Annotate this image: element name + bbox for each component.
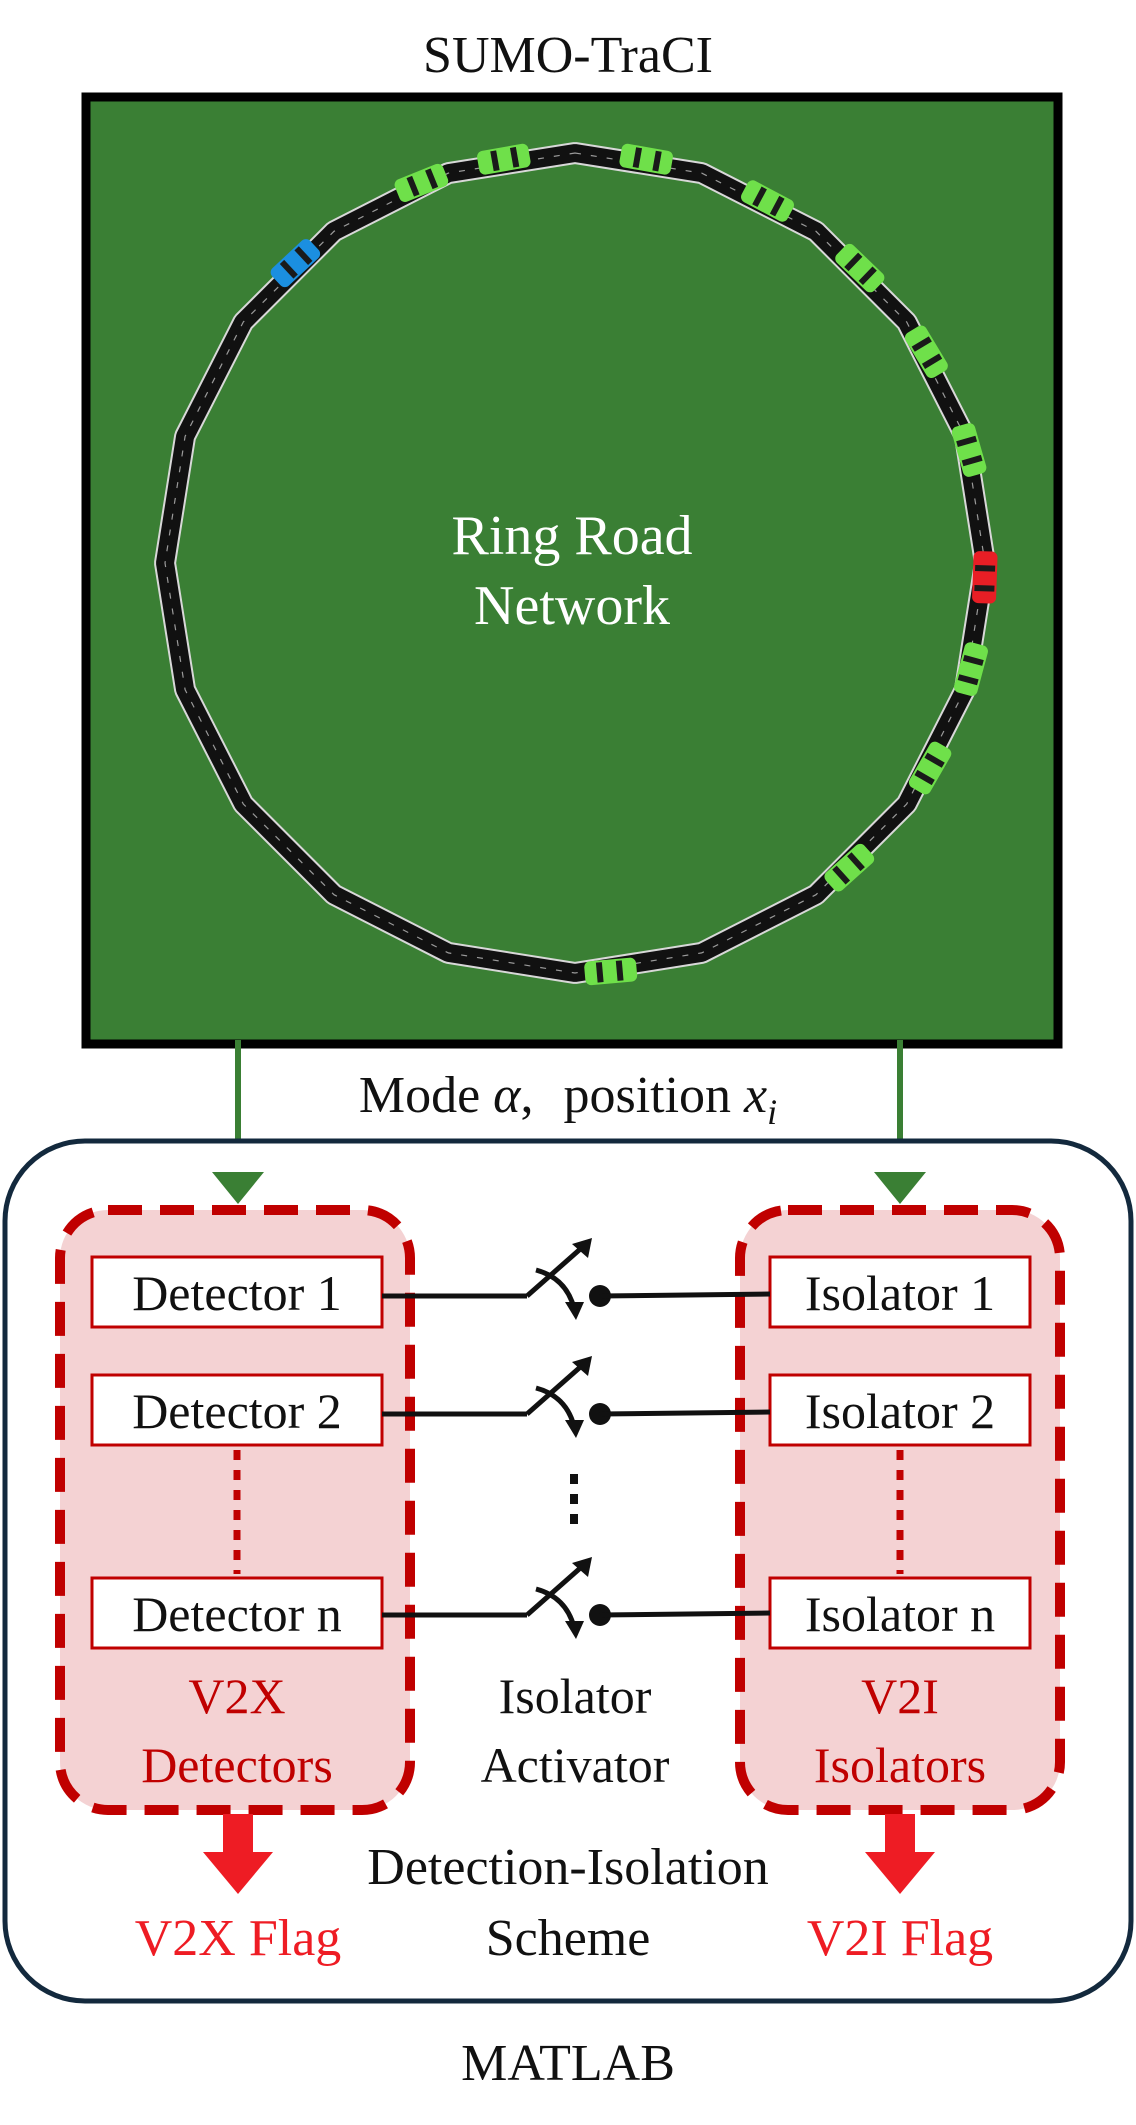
detector-box-1: Detector 1 <box>90 1255 384 1329</box>
matlab-title: MATLAB <box>461 2035 675 2092</box>
vehicle-green <box>619 143 673 175</box>
detector-label-1: Detector 1 <box>132 1265 342 1321</box>
vehicle-green <box>904 325 948 379</box>
left-link-arrowhead <box>212 1172 264 1204</box>
v2i-flag-label: V2I Flag <box>807 1910 993 1967</box>
road-lane-mark <box>164 152 986 974</box>
detector-label-2: Detector 2 <box>132 1383 342 1439</box>
link-separator: , <box>520 1067 533 1124</box>
isolator-group-label-line2: Isolators <box>814 1737 986 1793</box>
vehicle-red <box>972 551 998 604</box>
detector-box-2: Detector 2 <box>90 1373 384 1447</box>
activator-label-line1: Isolator <box>499 1668 652 1724</box>
detector-group-label-line2: Detectors <box>141 1737 333 1793</box>
scheme-label-line1: Detection-Isolation <box>367 1839 768 1896</box>
isolator-label-2: Isolator 2 <box>805 1383 995 1439</box>
network-label-line2: Network <box>474 575 670 637</box>
vehicle-green <box>824 843 875 892</box>
switch-2 <box>382 1356 771 1438</box>
v2x-flag-label: V2X Flag <box>135 1910 342 1967</box>
activator-label-line2: Activator <box>481 1737 670 1793</box>
switch-ellipsis <box>570 1474 578 1524</box>
mode-text: Mode <box>359 1067 493 1124</box>
sumo-ground <box>81 92 1063 1049</box>
switch-1 <box>382 1238 771 1320</box>
switch-n <box>382 1557 771 1639</box>
vehicle-blue <box>270 239 321 288</box>
vehicle-green <box>835 243 885 293</box>
isolator-group-label-line1: V2I <box>861 1668 939 1724</box>
detector-label-n: Detector n <box>132 1586 342 1642</box>
vehicle-green <box>394 163 449 202</box>
detector-group-label-line1: V2X <box>188 1668 285 1724</box>
position-symbol: x <box>743 1067 767 1124</box>
vehicle-green <box>477 143 531 175</box>
position-text: position <box>563 1067 744 1124</box>
sumo-title: SUMO-TraCI <box>423 27 713 84</box>
vehicle-green <box>951 423 987 477</box>
isolator-label-1: Isolator 1 <box>805 1265 995 1321</box>
network-label-line1: Ring Road <box>451 505 692 567</box>
detector-box-n: Detector n <box>90 1576 384 1650</box>
link-label: Mode α, position xi <box>359 1067 777 1132</box>
vehicle-green <box>584 957 638 986</box>
v2i-flag-arrow <box>865 1814 935 1894</box>
isolator-box-2: Isolator 2 <box>768 1373 1032 1447</box>
mode-symbol: α <box>493 1067 522 1124</box>
v2x-flag-arrow <box>203 1814 273 1894</box>
vehicle-green <box>741 180 794 222</box>
right-link-arrowhead <box>874 1172 926 1204</box>
isolator-label-n: Isolator n <box>805 1586 995 1642</box>
isolator-box-n: Isolator n <box>768 1576 1032 1650</box>
scheme-label-line2: Scheme <box>486 1910 651 1967</box>
position-subscript: i <box>767 1092 777 1132</box>
vehicles <box>270 143 998 986</box>
vehicle-green <box>954 642 988 696</box>
vehicle-green <box>908 741 952 795</box>
isolator-box-1: Isolator 1 <box>768 1255 1032 1329</box>
